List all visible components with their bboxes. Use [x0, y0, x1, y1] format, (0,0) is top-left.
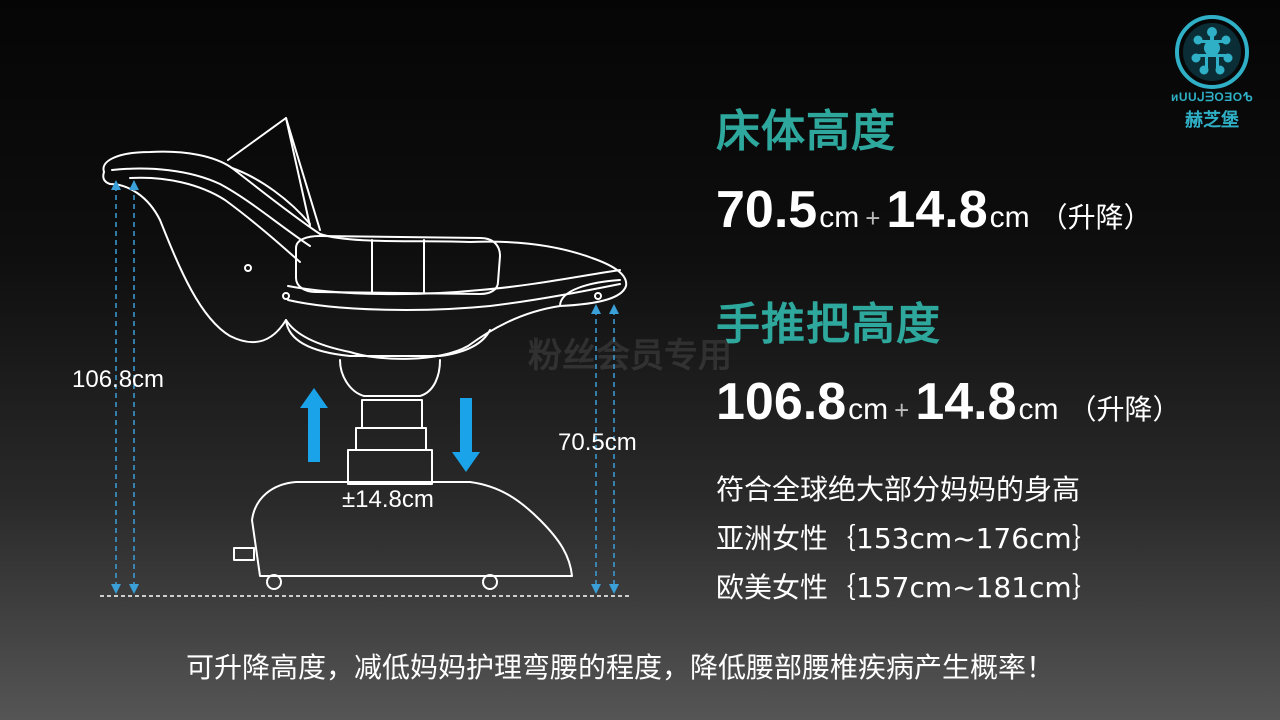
- footer-caption: 可升降高度，减低妈妈护理弯腰的程度，降低腰部腰椎疾病产生概率！: [185, 651, 1054, 684]
- plus-sign: +: [894, 395, 910, 425]
- down-arrow-icon: [452, 398, 480, 472]
- asia-height-range: 亚洲女性｛153cm~176cm｝: [716, 522, 1100, 555]
- handle-height-base: 106.8: [716, 373, 847, 431]
- handle-height-spec: 106.8 cm + 14.8 cm （升降）: [716, 372, 1181, 432]
- handle-height-note: （升降）: [1068, 393, 1181, 426]
- logo-chinese-text: 赫芝堡: [1185, 110, 1239, 131]
- lift-arrows: [300, 388, 480, 472]
- plus-sign: +: [865, 203, 881, 233]
- handle-height-delta: 14.8: [915, 373, 1017, 431]
- handle-dimension-label: 106.8cm: [72, 366, 165, 393]
- lift-range-label: ±14.8cm: [342, 486, 434, 513]
- bed-height-delta-unit: cm: [989, 201, 1030, 234]
- logo-latin-text: ᴎUUᒍᗱOƎOᕹ: [1170, 90, 1254, 104]
- bed-height-spec: 70.5 cm + 14.8 cm （升降）: [716, 180, 1152, 240]
- fit-description: 符合全球绝大部分妈妈的身高: [716, 473, 1081, 506]
- handle-height-unit: cm: [848, 393, 889, 426]
- bed-height-base: 70.5: [716, 181, 818, 239]
- bed-diagram: [100, 117, 630, 597]
- bed-height-unit: cm: [819, 201, 860, 234]
- brand-logo: ᴎUUᒍᗱOƎOᕹ 赫芝堡: [1171, 10, 1253, 131]
- up-arrow-icon: [300, 388, 328, 462]
- bed-height-delta: 14.8: [886, 181, 988, 239]
- bed-dimension-label: 70.5cm: [558, 429, 637, 456]
- watermark-text: 粉丝会员专用: [528, 336, 732, 376]
- logo-emblem-icon: [1175, 15, 1249, 89]
- bed-height-title: 床体高度: [716, 106, 896, 157]
- europe-height-range: 欧美女性｛157cm~181cm｝: [716, 571, 1100, 604]
- handle-height-title: 手推把高度: [716, 299, 941, 350]
- handle-height-delta-unit: cm: [1018, 393, 1059, 426]
- bed-height-note: （升降）: [1039, 201, 1152, 234]
